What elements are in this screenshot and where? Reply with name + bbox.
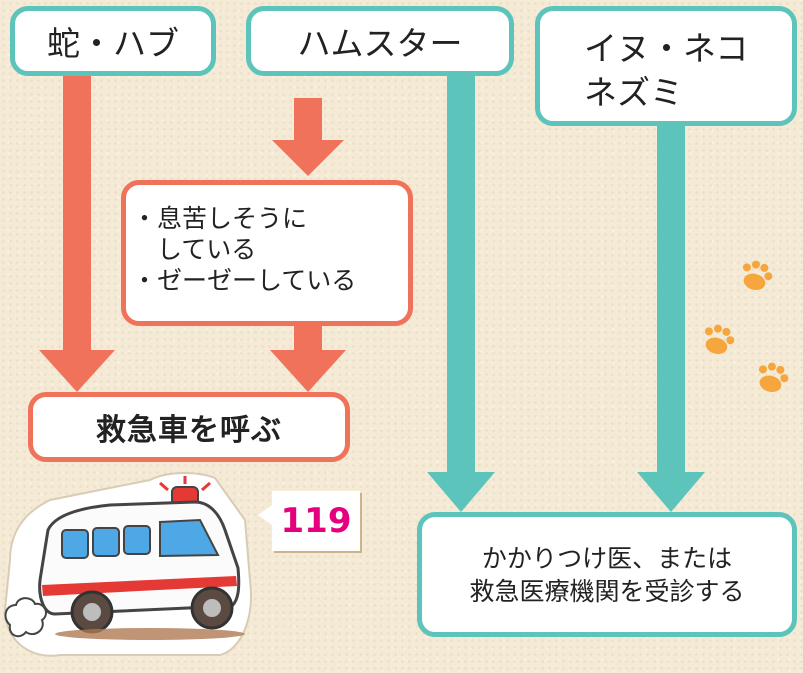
node-call-ambulance: 救急車を呼ぶ bbox=[28, 392, 350, 462]
node-clinic-label-2: 救急医療機関を受診する bbox=[469, 576, 745, 606]
symptom-item: ・息苦しそうに bbox=[132, 204, 308, 233]
node-call-ambulance-label: 救急車を呼ぶ bbox=[96, 413, 282, 448]
arrow-hamster-to-symptoms bbox=[272, 98, 344, 176]
arrow-dogcat-to-clinic bbox=[637, 122, 705, 512]
node-clinic-label-1: かかりつけ医、または bbox=[481, 543, 733, 573]
symptom-item: ・ゼーゼーしている bbox=[132, 266, 357, 295]
paw-print-icon bbox=[758, 362, 789, 393]
symptom-list: ・息苦しそうに している ・ゼーゼーしている bbox=[132, 203, 356, 296]
symptom-item: している bbox=[132, 235, 257, 264]
sign-pointer bbox=[258, 505, 272, 525]
arrow-hamster-to-clinic bbox=[427, 74, 495, 512]
node-hamster: ハムスター bbox=[246, 6, 514, 76]
node-snake-label: 蛇・ハブ bbox=[47, 24, 179, 63]
node-symptoms bbox=[121, 180, 413, 326]
node-snake: 蛇・ハブ bbox=[10, 6, 216, 76]
ambulance-illustration bbox=[3, 472, 252, 657]
paw-print-icon bbox=[742, 260, 773, 291]
emergency-number: 119 bbox=[280, 501, 352, 541]
node-hamster-label: ハムスター bbox=[297, 24, 463, 63]
node-dog-cat-mouse: イヌ・ネコ ネズミ bbox=[535, 6, 797, 126]
arrow-snake-to-ambulance bbox=[39, 70, 115, 392]
arrow-symptoms-to-ambulance bbox=[270, 326, 346, 392]
node-clinic: かかりつけ医、または 救急医療機関を受診する bbox=[417, 512, 797, 637]
emergency-number-sign: 119 bbox=[272, 491, 360, 551]
node-dog-cat-label-2: ネズミ bbox=[584, 73, 683, 112]
node-dog-cat-label-1: イヌ・ネコ bbox=[584, 29, 749, 68]
paw-print-icon bbox=[704, 324, 735, 355]
